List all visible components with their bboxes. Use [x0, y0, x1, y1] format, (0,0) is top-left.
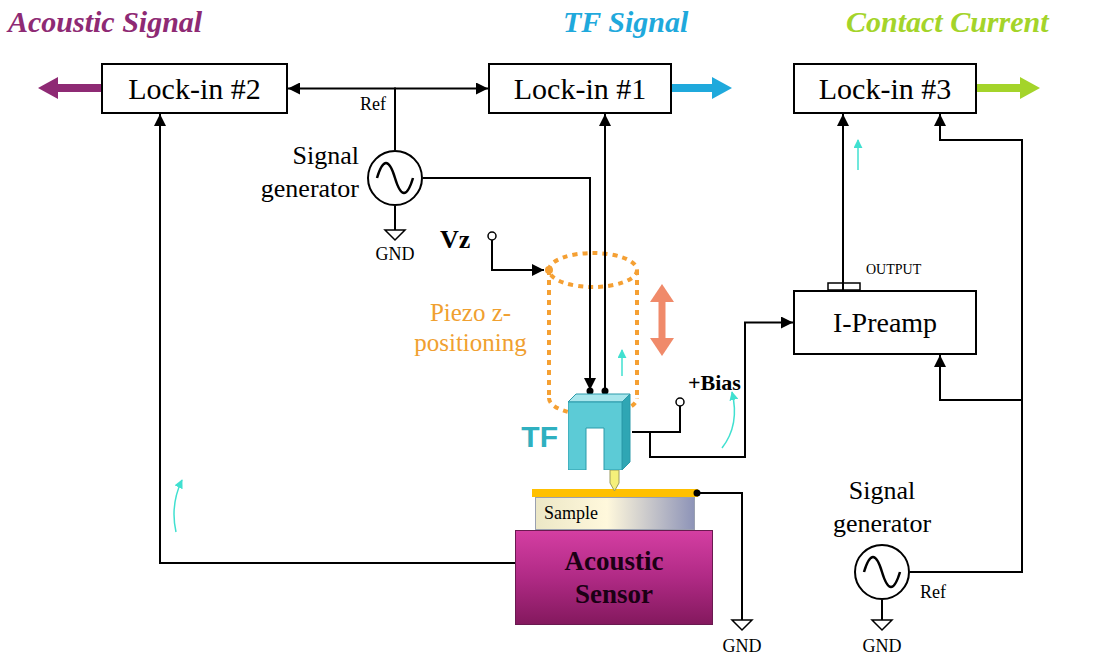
piezo-cylinder	[549, 253, 637, 287]
signal-name: Vz	[440, 224, 470, 255]
flow-indicator	[174, 480, 182, 532]
preamp-box: I-Preamp	[793, 290, 977, 355]
output-arrow	[977, 84, 1020, 92]
tuning-fork: TF	[568, 390, 632, 470]
signal-name: +Bias	[688, 370, 741, 396]
node-text: Lock-in #3	[819, 72, 951, 106]
connector-group	[160, 89, 1022, 573]
ground-symbol	[732, 620, 752, 630]
ground-wire	[881, 600, 883, 620]
fork-face	[568, 394, 630, 402]
lock-in-box: Lock-in #2	[101, 63, 288, 114]
contact-dot	[694, 490, 701, 497]
signal-wire	[395, 89, 488, 151]
output-arrow	[58, 84, 101, 92]
terminal	[488, 232, 496, 240]
motion-arrow	[659, 300, 666, 340]
node-text: Signal generator	[241, 140, 359, 205]
node-text: Signal generator	[812, 475, 952, 540]
signal-wire	[604, 114, 606, 390]
motion-arrow-head	[650, 338, 674, 356]
signal-name: Ref	[920, 582, 946, 604]
node-text: I-Preamp	[833, 307, 937, 339]
sample-block: Sample	[535, 497, 695, 530]
flow-indicator	[857, 140, 859, 170]
bias-wire	[650, 406, 680, 432]
node-text: Lock-in #2	[128, 72, 260, 106]
signal-title: Acoustic Signal	[8, 4, 202, 40]
node-text: TF	[521, 420, 558, 454]
ground-symbol	[872, 620, 892, 630]
signal-name: Ref	[360, 94, 386, 116]
output-arrow-head	[38, 77, 58, 99]
signal-generator: Signal generator	[367, 150, 423, 206]
sine-symbol	[369, 152, 421, 204]
sine-wave	[377, 163, 413, 193]
signal-wire	[632, 323, 793, 458]
vz-wire	[492, 240, 544, 270]
sine-wave	[864, 557, 900, 587]
output-arrow-head	[1020, 77, 1040, 99]
node-text: Acoustic Sensor	[539, 545, 689, 610]
flow-indicator	[722, 392, 734, 448]
ground-wire	[394, 206, 396, 230]
pin-name: OUTPUT	[866, 262, 921, 279]
fork-face	[622, 394, 630, 470]
signal-wire	[910, 355, 1022, 572]
node-text: Lock-in #1	[514, 72, 646, 106]
output-arrow	[672, 84, 712, 92]
node-text: Sample	[544, 503, 598, 524]
fork-face	[568, 402, 622, 470]
piezo-cylinder	[635, 270, 639, 398]
signal-wire	[423, 178, 590, 390]
signal-wire	[288, 89, 395, 151]
probe-tip	[610, 470, 619, 491]
signal-title: TF Signal	[563, 4, 688, 40]
output-arrow-head	[712, 77, 732, 99]
terminal	[676, 398, 684, 406]
acoustic-sensor: Acoustic Sensor	[515, 530, 713, 625]
lock-in-box: Lock-in #3	[793, 63, 977, 114]
piezo-cylinder	[547, 270, 551, 398]
lock-in-box: Lock-in #1	[488, 63, 672, 114]
flow-indicator	[621, 350, 623, 376]
part-label: Piezo z-positioning	[398, 298, 543, 358]
ground-label: GND	[852, 636, 912, 658]
fork-drawing	[568, 390, 632, 470]
ground-label: GND	[365, 244, 425, 266]
signal-title: Contact Current	[846, 4, 1049, 40]
signal-wire	[842, 114, 844, 290]
ground-label: GND	[712, 636, 772, 658]
motion-arrow-head	[650, 284, 674, 302]
ground-symbol	[385, 230, 405, 240]
signal-generator: Signal generator	[854, 544, 910, 600]
sine-symbol	[856, 546, 908, 598]
